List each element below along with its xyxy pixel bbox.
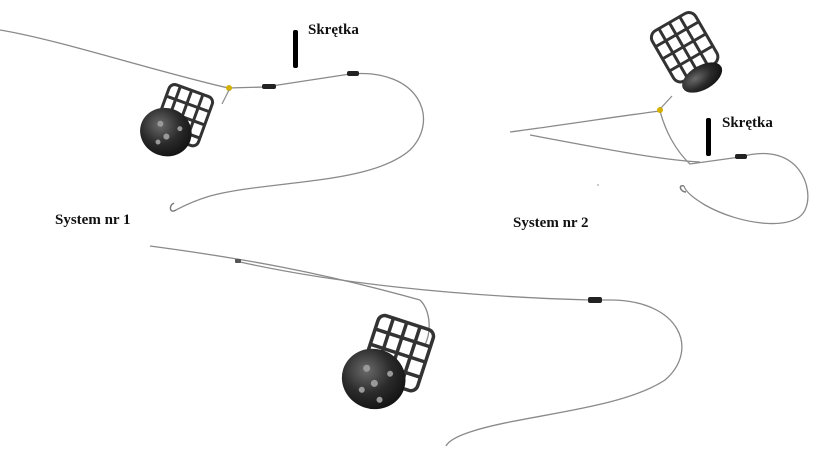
fishing-hook-icon: [679, 184, 687, 193]
twist-label-right: Skrętka: [722, 115, 773, 131]
swivel-icon: [657, 107, 663, 113]
twist-marker-1: [293, 30, 298, 68]
feeder-cage-icon: [140, 83, 215, 157]
twist-tube: [588, 297, 602, 303]
hook-link: [419, 299, 683, 447]
twist-tube: [347, 71, 359, 76]
feeder-cage-icon: [341, 313, 436, 410]
system3-rig: [149, 245, 683, 447]
system1-label: System nr 1: [55, 212, 131, 228]
main-line: [149, 245, 421, 301]
main-line: [529, 134, 701, 163]
twist-label-top: Skrętka: [308, 22, 359, 38]
twist-tube: [735, 154, 747, 159]
system1-panel: [0, 20, 430, 235]
system1-rig: [0, 29, 425, 212]
twist-marker-2: [706, 118, 711, 156]
hook-link: [659, 110, 809, 225]
system3-panel: [150, 238, 686, 454]
main-line: [239, 261, 591, 301]
main-line: [0, 29, 229, 89]
fishing-hook-icon: [169, 202, 177, 212]
twist-tube: [262, 84, 276, 89]
bead: [235, 259, 241, 263]
feeder-cage-icon: [649, 11, 723, 93]
system2-label: System nr 2: [513, 215, 589, 231]
hook-link: [175, 72, 425, 211]
main-line: [509, 110, 661, 133]
swivel-icon: [226, 85, 232, 91]
system2-rig: [509, 11, 809, 225]
